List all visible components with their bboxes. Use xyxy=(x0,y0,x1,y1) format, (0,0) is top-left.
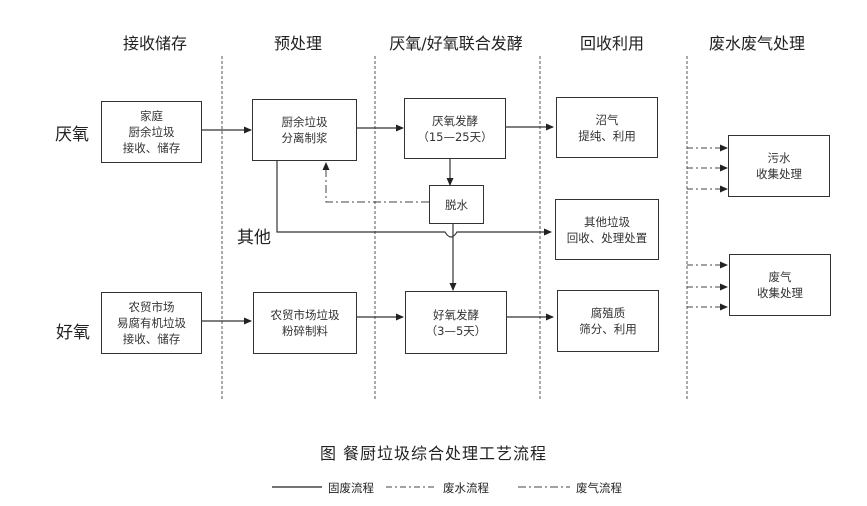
box-text: 分离制浆 xyxy=(281,131,328,145)
box-dewater: 脱水 xyxy=(429,185,484,224)
box-text: 厨余垃圾 xyxy=(128,125,175,139)
box-text: 好氧发酵 xyxy=(433,307,479,322)
box-text: 污水 xyxy=(767,151,791,165)
column-header-waste: 废水废气处理 xyxy=(708,34,806,53)
box-aerobic-ferment: 好氧发酵 （3—5天） xyxy=(405,291,507,354)
box-text: 接收、储存 xyxy=(122,141,181,155)
legend-dashed-label: 废水流程 xyxy=(443,481,489,495)
box-humus: 腐殖质 筛分、利用 xyxy=(557,290,659,352)
box-text: 农贸市场垃圾 xyxy=(270,308,340,322)
box-text: 提纯、利用 xyxy=(578,128,636,143)
box-text: 农贸市场 xyxy=(128,300,175,314)
row-label-other: 其他 xyxy=(237,228,271,248)
box-text: 脱水 xyxy=(445,197,468,212)
box-text: 腐殖质 xyxy=(590,306,626,320)
row-label-aerobic: 好氧 xyxy=(56,323,90,343)
line-dewater-return xyxy=(322,162,429,203)
box-text: 回收、处理处置 xyxy=(566,230,648,245)
box-text: 厌氧发酵 xyxy=(432,113,478,128)
row-label-anaerobic: 厌氧 xyxy=(55,125,89,145)
box-text: （3—5天） xyxy=(425,323,487,338)
figure-caption: 图 餐厨垃圾综合处理工艺流程 xyxy=(319,444,548,463)
box-text: 厨余垃圾 xyxy=(281,115,328,129)
legend-dashdot-label: 废气流程 xyxy=(576,481,622,495)
box-text: 接收、储存 xyxy=(122,332,181,346)
box-market-receive: 农贸市场 易腐有机垃圾 接收、储存 xyxy=(101,292,202,354)
box-market-crush: 农贸市场垃圾 粉碎制料 xyxy=(253,292,357,354)
box-text: （15—25天） xyxy=(417,129,493,144)
line-other-waste xyxy=(276,160,552,238)
box-text: 粉碎制料 xyxy=(282,324,328,338)
box-text: 废气 xyxy=(768,270,792,284)
box-text: 收集处理 xyxy=(756,167,802,181)
box-text: 沼气 xyxy=(595,112,619,127)
box-text: 收集处理 xyxy=(757,286,803,300)
column-header-ferment: 厌氧/好氧联合发酵 xyxy=(389,34,523,53)
box-biogas: 沼气 提纯、利用 xyxy=(556,97,658,158)
box-text: 其他垃圾 xyxy=(584,214,630,229)
box-text: 易腐有机垃圾 xyxy=(117,316,186,330)
box-text: 筛分、利用 xyxy=(579,322,637,336)
column-header-receive: 接收储存 xyxy=(122,34,188,53)
column-header-recycle: 回收利用 xyxy=(579,34,645,53)
box-wastewater: 污水 收集处理 xyxy=(728,135,830,197)
column-header-pretreat: 预处理 xyxy=(273,34,323,53)
box-text: 家庭 xyxy=(140,109,163,123)
box-anaerobic-ferment: 厌氧发酵 （15—25天） xyxy=(404,98,506,159)
box-kitchen-separate: 厨余垃圾 分离制浆 xyxy=(252,99,357,161)
box-wastegas: 废气 收集处理 xyxy=(729,254,831,316)
box-other-waste: 其他垃圾 回收、处理处置 xyxy=(555,199,659,260)
box-household-receive: 家庭 厨余垃圾 接收、储存 xyxy=(101,101,202,163)
legend-solid-label: 固废流程 xyxy=(328,481,374,495)
